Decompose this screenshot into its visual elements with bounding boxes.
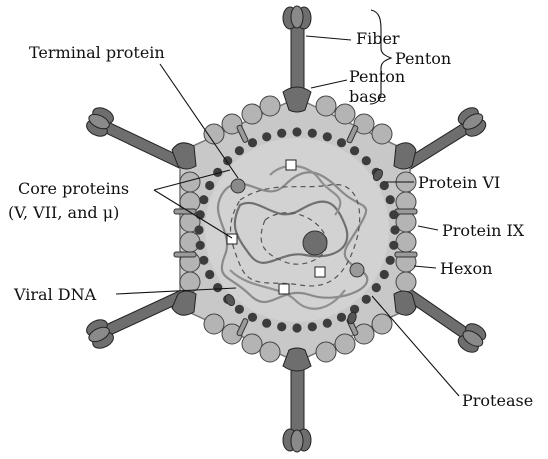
protein-vi-bead [292, 127, 301, 136]
terminal-protein-dot [231, 179, 245, 193]
label-protease: Protease [462, 391, 533, 410]
protein-vi-bead [323, 319, 332, 328]
protein-vi-bead [362, 295, 371, 304]
label-protein-ix: Protein IX [442, 221, 525, 240]
protein-vi-bead [389, 241, 398, 250]
protein-vi-bead [308, 129, 317, 138]
protein-vi-bead [386, 256, 395, 265]
protein-blob-right [350, 263, 364, 277]
capsid [172, 87, 417, 371]
protein-vi-bead [372, 283, 381, 292]
label-penton: Penton [395, 49, 451, 68]
protein-vi-bead [205, 181, 214, 190]
central-protein [303, 231, 327, 255]
protein-vi-bead [199, 195, 208, 204]
protein-vi-bead [362, 156, 371, 165]
protein-vi-bead [248, 138, 257, 147]
protein-vi-bead [292, 323, 301, 332]
fiber-lower-left [83, 293, 188, 352]
protein-vi-bead [213, 283, 222, 292]
label-penton-base-line2: base [349, 87, 386, 106]
label-terminal-protein: Terminal protein [29, 43, 165, 62]
fiber-lower-right [405, 292, 490, 356]
protein-vi-bead [248, 313, 257, 322]
label-fiber: Fiber [356, 29, 400, 48]
protein-vi-bead [277, 129, 286, 138]
protein-vi-bead [350, 146, 359, 155]
protein-vi-bead [277, 322, 286, 331]
fiber-bottom [283, 358, 311, 452]
protein-vi-bead [199, 256, 208, 265]
protein-vi-bead [389, 210, 398, 219]
label-core-proteins-line2: (V, VII, and μ) [8, 203, 119, 222]
protein-vi-bead [262, 132, 271, 141]
protein-vi-bead [235, 146, 244, 155]
label-penton-base-line1: Penton [349, 67, 405, 86]
label-core-proteins-line1: Core proteins [18, 179, 129, 198]
protein-vi-bead [308, 322, 317, 331]
fiber-upper-right [402, 104, 490, 168]
protein-vi-bead [205, 270, 214, 279]
protein-vi-bead [390, 225, 399, 234]
protein-vi-bead [337, 138, 346, 147]
protein-vi-bead [194, 225, 203, 234]
protein-vi-bead [323, 132, 332, 141]
protein-vi-bead [196, 241, 205, 250]
protein-vi-bead [337, 313, 346, 322]
label-hexon: Hexon [440, 259, 492, 278]
label-protein-vi: Protein VI [418, 173, 500, 192]
label-viral-dna: Viral DNA [13, 285, 97, 304]
protein-vi-bead [380, 270, 389, 279]
protein-vi-bead [235, 305, 244, 314]
protein-vi-bead [386, 195, 395, 204]
protein-vi-bead [262, 319, 271, 328]
